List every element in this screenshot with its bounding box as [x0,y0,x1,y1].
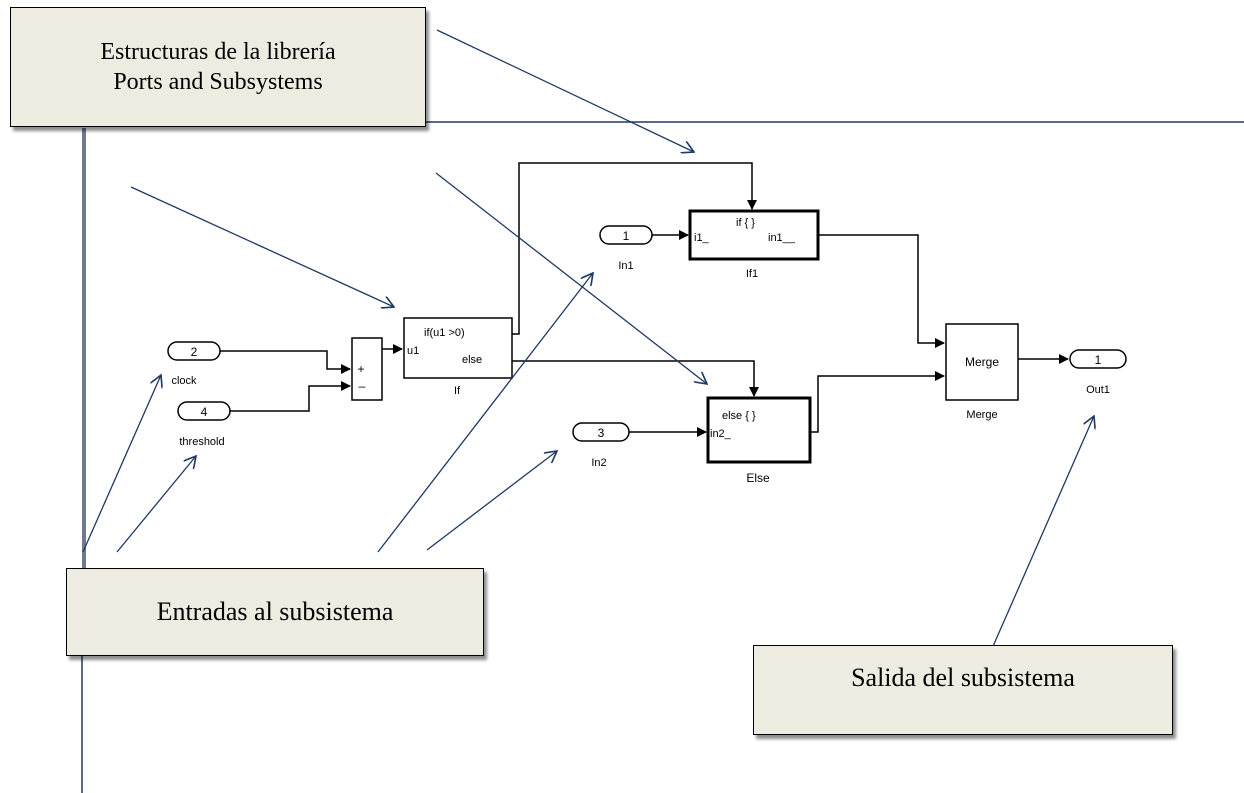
if-block-condition: if(u1 >0) [424,327,465,339]
arrow-inputs-to-threshold [116,456,196,553]
inport-in1-label: In1 [618,260,633,272]
merge-block-label: Merge [965,355,999,369]
merge-block[interactable]: Merge Merge [945,323,1019,421]
inport-in1[interactable]: 1 In1 [599,225,653,272]
callout-library-line2: Ports and Subsystems [113,69,323,95]
arrow-output-to-out1 [986,416,1094,661]
callout-output-text: Salida del subsistema [851,663,1075,692]
else-block-name: Else [746,471,770,485]
if1-action-label: if { } [736,217,755,229]
outport-out1[interactable]: 1 Out1 [1069,349,1127,396]
inport-clock-label: clock [171,375,197,387]
inport-in1-number: 1 [623,229,630,243]
if-block-name: If [454,385,461,397]
if-block-input-port: u1 [407,345,419,357]
signal-if-to-if1 [512,162,757,335]
if-block[interactable]: if(u1 >0) u1 else If [403,317,513,397]
inport-threshold[interactable]: 4 threshold [177,401,231,448]
inport-in2[interactable]: 3 In2 [572,422,630,469]
signal-lines [220,162,1069,437]
arrow-library-to-if1 [436,29,694,152]
if1-block-name: If1 [746,268,758,280]
inport-threshold-label: threshold [179,436,224,448]
sum-plus-sign: + [357,362,364,376]
signal-if1-to-merge [818,234,945,348]
arrow-inputs-to-in2 [426,451,557,551]
inport-clock-number: 2 [191,345,198,359]
signal-else-to-merge [810,371,945,433]
inport-clock[interactable]: 2 clock [167,341,221,387]
sum-block[interactable]: + – [351,337,383,401]
merge-block-name: Merge [966,409,997,421]
signal-clock-to-sum [220,350,351,374]
else-inport-label: in2_ [710,428,732,440]
callout-output: Salida del subsistema [753,645,1173,735]
signal-threshold-to-sum [230,381,351,412]
if1-outport-label: in1__ [768,232,796,244]
annotation-arrows [82,29,1094,661]
callout-inputs-text: Entradas al subsistema [156,596,394,626]
if1-action-subsystem[interactable]: i1_ if { } in1__ If1 [688,209,820,280]
else-action-subsystem[interactable]: else { } in2_ Else [706,396,812,485]
if1-inport-label: i1_ [694,232,710,244]
inport-threshold-number: 4 [201,405,208,419]
inport-in2-label: In2 [591,457,606,469]
sum-minus-sign: – [359,379,366,393]
callout-library-line1: Estructuras de la librería [100,39,336,65]
else-action-label: else { } [722,410,756,422]
callout-library: Estructuras de la librería Ports and Sub… [10,7,426,127]
callout-inputs: Entradas al subsistema [66,568,484,656]
arrow-inputs-to-clock [82,375,161,553]
arrow-library-to-else [435,172,707,384]
if-block-else-port: else [462,354,482,366]
outport-out1-label: Out1 [1086,384,1110,396]
outport-out1-number: 1 [1095,353,1102,367]
inport-in2-number: 3 [598,426,605,440]
arrow-inputs-to-in1 [377,273,593,553]
signal-else-to-else-block [512,360,759,397]
arrow-library-to-if [130,186,394,307]
